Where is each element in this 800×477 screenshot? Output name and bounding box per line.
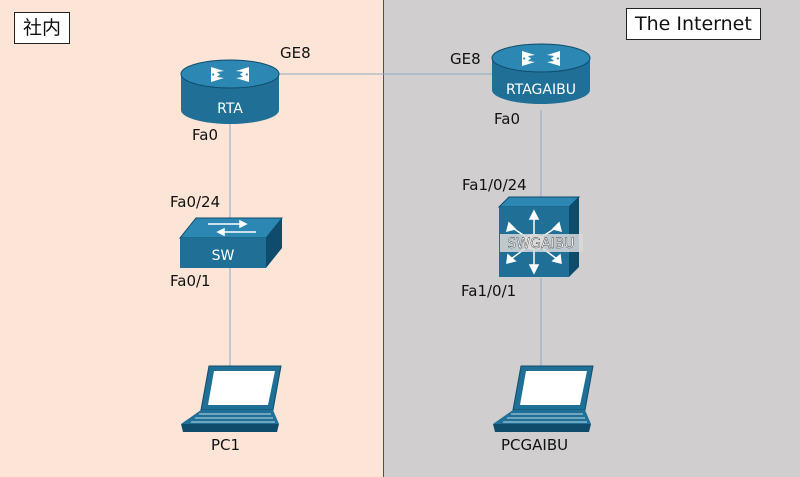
switch-icon[interactable]: SW — [178, 217, 284, 268]
zone-divider — [383, 0, 384, 477]
pc1-label: PC1 — [211, 436, 241, 454]
router-icon[interactable]: RTAGAIBU — [491, 43, 591, 104]
internal-zone-label: 社内 — [14, 12, 71, 44]
port-label-rta-ge8: GE8 — [280, 44, 311, 62]
port-label-rtagaibu-ge8: GE8 — [450, 50, 481, 68]
port-label-sw-fa0-24: Fa0/24 — [170, 193, 221, 211]
sw-label: SW — [212, 248, 235, 264]
port-label-sw-fa0-1: Fa0/1 — [170, 272, 211, 290]
laptop-icon[interactable] — [493, 365, 594, 432]
multilayer-switch-icon[interactable]: SWGAIBU — [497, 196, 583, 277]
router-icon[interactable]: RTA — [180, 59, 280, 124]
internet-zone-label: The Internet — [626, 8, 761, 40]
pcgaibu-label: PCGAIBU — [501, 436, 569, 454]
port-label-swgaibu-fa1-0-24: Fa1/0/24 — [462, 176, 527, 194]
internet-zone — [383, 0, 800, 477]
swgaibu-label: SWGAIBU — [507, 236, 574, 252]
laptop-icon[interactable] — [181, 365, 282, 432]
rtagaibu-label: RTAGAIBU — [506, 82, 576, 98]
port-label-rtagaibu-fa0: Fa0 — [494, 110, 520, 128]
port-label-rta-fa0: Fa0 — [192, 126, 218, 144]
port-label-swgaibu-fa1-0-1: Fa1/0/1 — [461, 282, 517, 300]
rta-label: RTA — [217, 101, 243, 117]
links — [229, 73, 542, 368]
